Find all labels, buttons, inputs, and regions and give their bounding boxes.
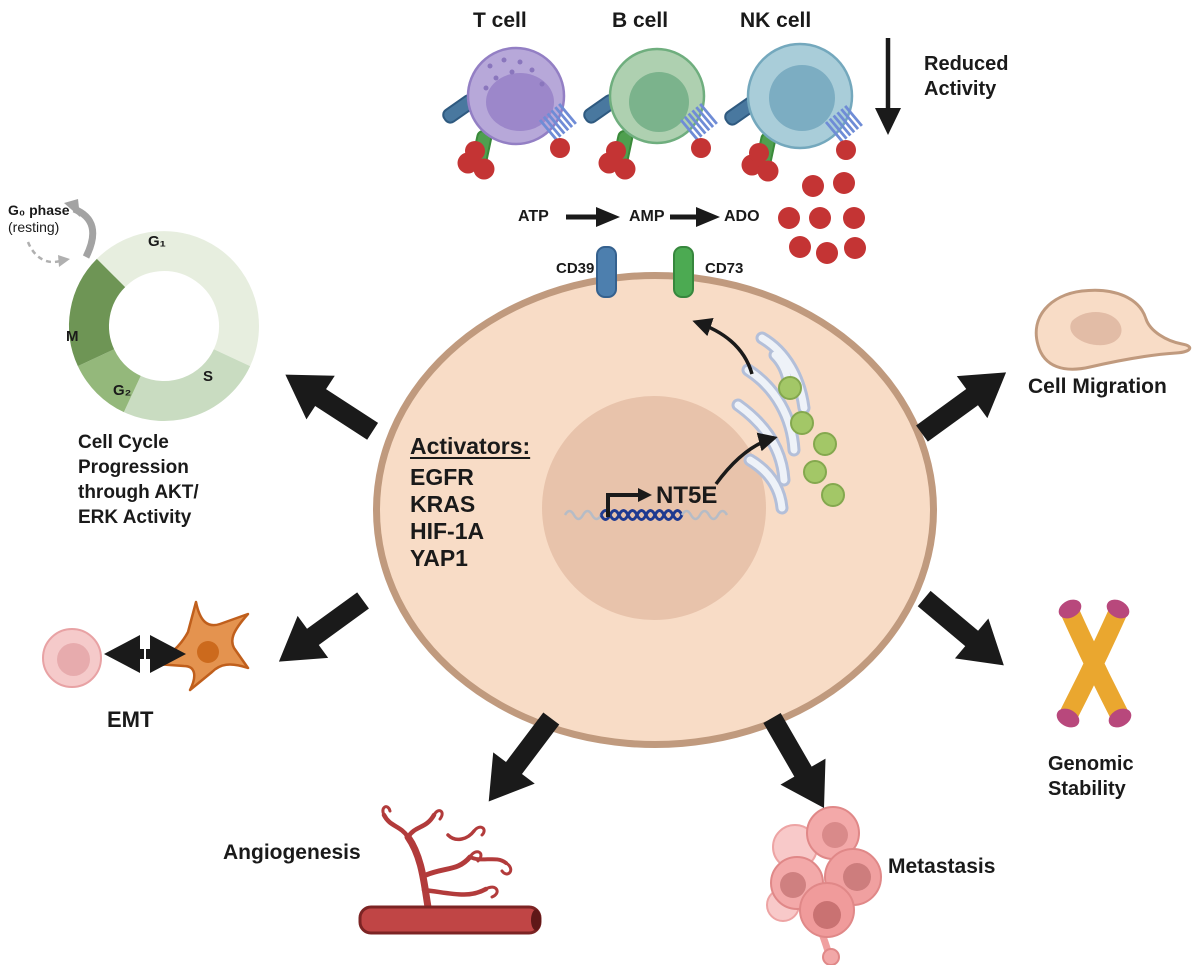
nk-cell-icon (724, 42, 863, 182)
cd39-enzyme-icon (596, 246, 617, 298)
migrating-cell-icon (1034, 288, 1192, 371)
amp-label: AMP (629, 208, 665, 225)
cell-cycle-caption: Cell Cycle Progression through AKT/ ERK … (78, 432, 199, 529)
adenosine-cluster-icon (778, 172, 866, 264)
activator-egfr: EGFR (410, 464, 474, 490)
arrow-to-emt (278, 592, 369, 662)
blood-vessel-icon (358, 805, 542, 935)
tumor-cell-nucleus (542, 396, 766, 620)
arrow-to-genomic-stability (917, 590, 1004, 666)
atp-amp-arrow (566, 207, 620, 227)
t-cell-label: T cell (473, 9, 527, 32)
chromosome-icon (1056, 599, 1132, 728)
cd73-enzyme-icon (673, 246, 694, 298)
cd39-label: CD39 (556, 260, 595, 277)
tumor-cell-body (373, 272, 937, 748)
activator-kras: KRAS (410, 491, 476, 517)
emt-label: EMT (107, 707, 154, 732)
metastasis-label: Metastasis (888, 855, 996, 878)
endoplasmic-reticulum-icon (731, 331, 845, 515)
g0-resting-label: (resting) (8, 219, 60, 235)
g1-phase-label: G₁ (148, 233, 166, 250)
activator-yap1: YAP1 (410, 545, 468, 571)
g0-phase-label: G₀ phase (8, 202, 70, 218)
ado-label: ADO (724, 208, 760, 225)
genomic-stability-label: Genomic Stability (1048, 753, 1134, 800)
s-phase-label: S (203, 368, 214, 385)
activator-hif1a: HIF-1A (410, 518, 485, 544)
b-cell-label: B cell (612, 9, 669, 32)
cell-migration-label: Cell Migration (1028, 375, 1167, 398)
g2-phase-label: G₂ (113, 382, 132, 399)
amp-ado-arrow (670, 207, 720, 227)
metastasis-cluster-icon (766, 806, 882, 965)
b-cell-icon (583, 47, 718, 180)
activators-title: Activators: (410, 433, 531, 459)
reduced-activity-label: Reduced Activity (924, 53, 1009, 100)
atp-label: ATP (518, 208, 549, 225)
mesenchymal-cell-icon (154, 600, 250, 692)
epithelial-nucleus-icon (57, 643, 90, 676)
cd73-label: CD73 (705, 260, 744, 277)
arrow-to-cell-cycle (285, 374, 379, 440)
reduced-activity-arrow (875, 38, 901, 135)
nk-cell-label: NK cell (740, 9, 812, 32)
cell-cycle-diagram-icon (26, 199, 259, 422)
nt5e-gene-label: NT5E (656, 482, 718, 509)
m-phase-label: M (66, 328, 79, 345)
angiogenesis-label: Angiogenesis (223, 841, 361, 864)
nt5e-gene-icon (563, 488, 729, 521)
t-cell-icon (442, 46, 577, 180)
